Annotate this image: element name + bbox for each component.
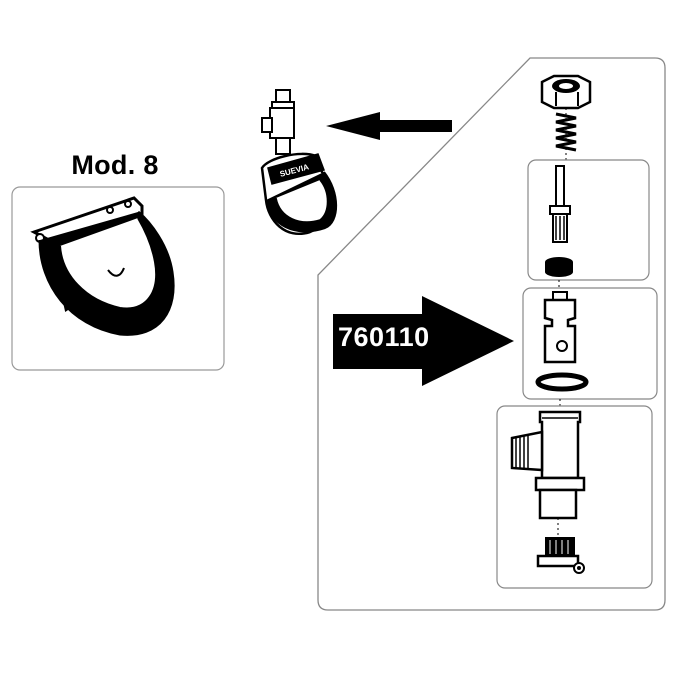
drinking-bowl-icon: [30, 196, 175, 336]
o-ring-icon: [535, 372, 589, 392]
valve-assembly: [260, 89, 338, 235]
rubber-seal-icon: [545, 257, 573, 277]
model-title: Mod. 8: [71, 150, 159, 180]
threaded-nipple-icon: [536, 537, 585, 574]
pointer-arrow-left: [326, 112, 452, 140]
bowl-panel: [11, 186, 225, 371]
parts-panel: [317, 57, 666, 611]
hex-nut-icon: [540, 74, 592, 110]
part-callout-arrow: [333, 296, 514, 386]
part-number-label: 760110: [338, 322, 430, 352]
tee-fitting-icon: [510, 410, 586, 520]
valve-body-icon: [543, 291, 577, 364]
valve-pin-icon: [549, 165, 571, 243]
